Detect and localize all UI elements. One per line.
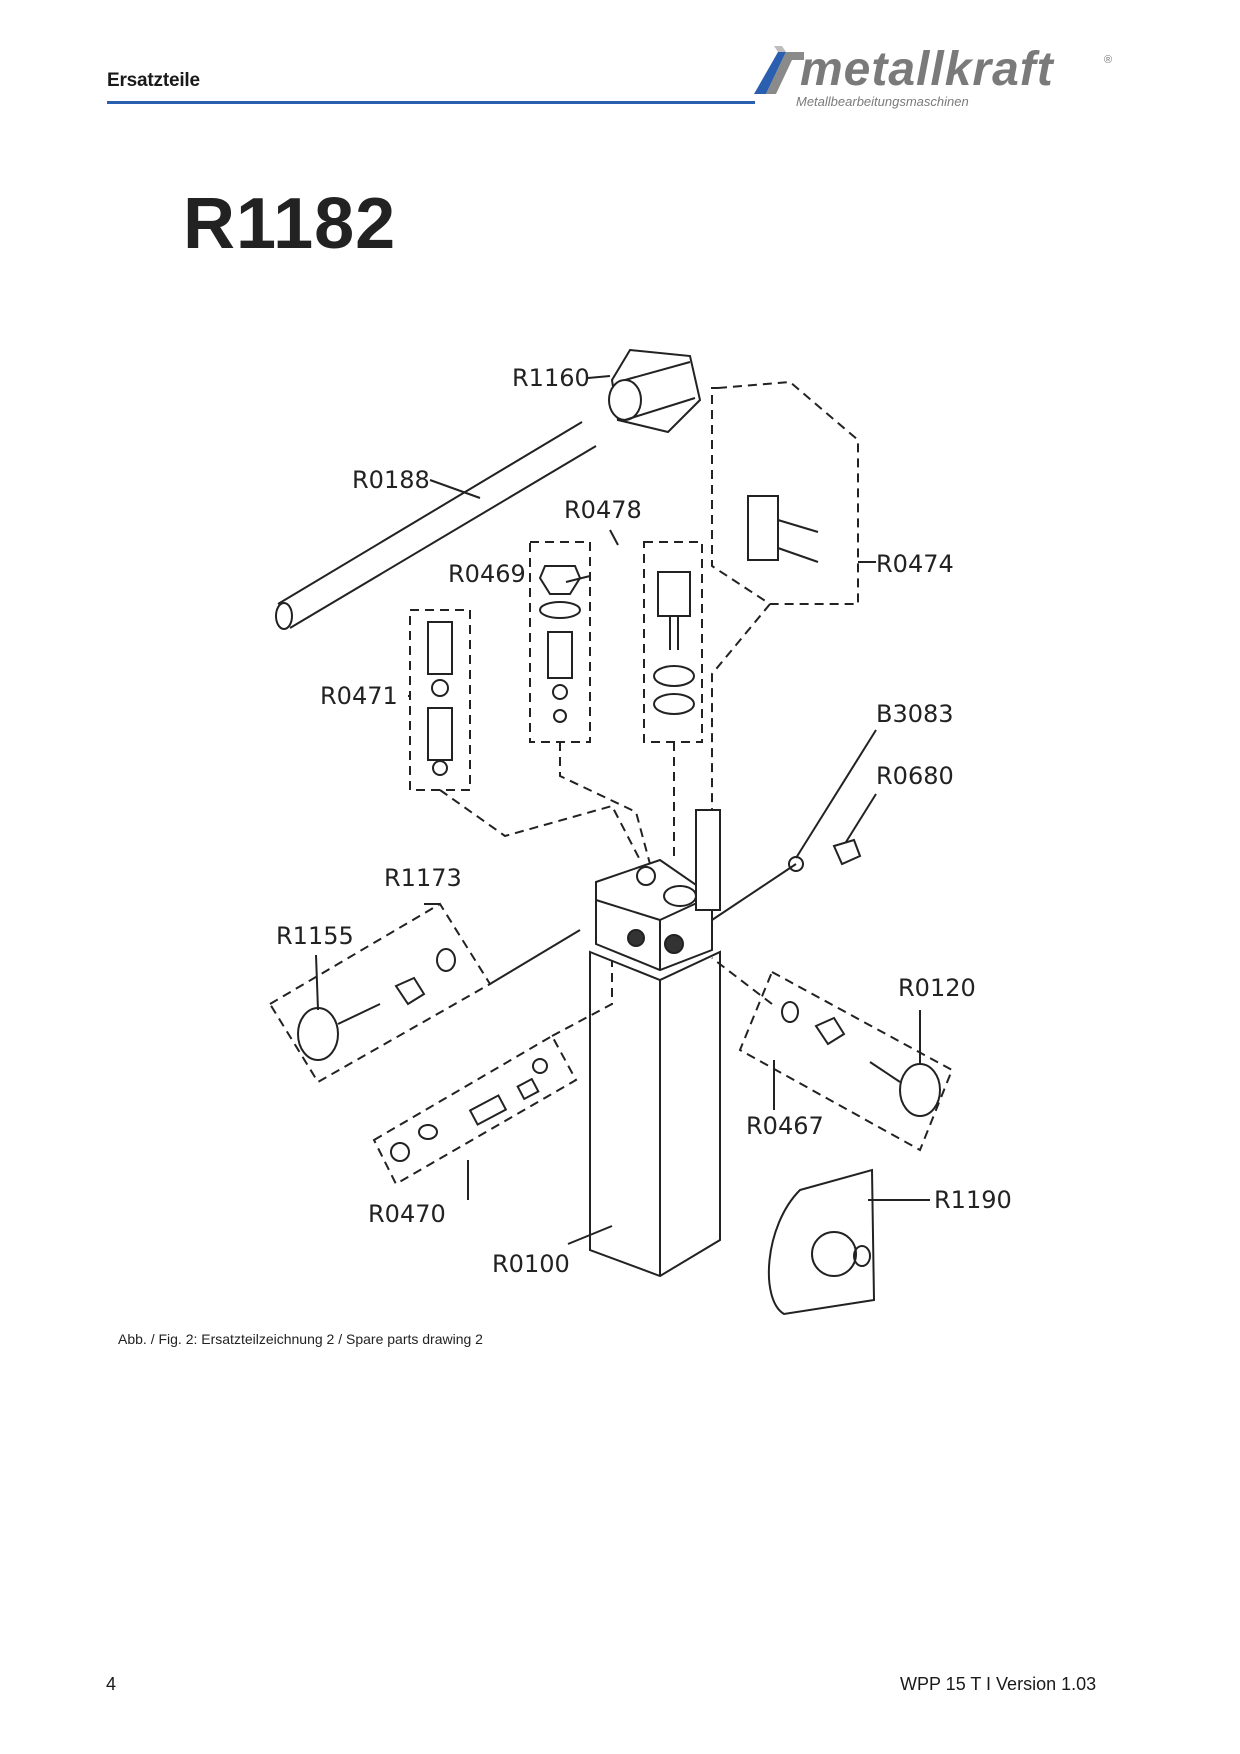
part-label-r0478: R0478 <box>564 496 642 524</box>
part-label-r1155: R1155 <box>276 922 354 950</box>
part-label-r0474: R0474 <box>876 550 954 578</box>
part-label-r0120: R0120 <box>898 974 976 1002</box>
spare-parts-diagram: R1160 R0188 R0478 R0469 R0474 R0471 B308… <box>268 348 1012 1316</box>
part-label-r0471: R0471 <box>320 682 398 710</box>
part-label-r1160: R1160 <box>512 364 590 392</box>
header-rule <box>107 101 755 104</box>
part-label-b3083: B3083 <box>876 700 954 728</box>
handle-bracket-drawing <box>608 348 702 434</box>
handle-rod-drawing <box>275 421 597 630</box>
document-version: WPP 15 T I Version 1.03 <box>900 1674 1097 1694</box>
drawing-number: R1182 <box>183 184 397 264</box>
part-label-r0680: R0680 <box>876 762 954 790</box>
logo-wordmark: metallkraft <box>800 43 1054 96</box>
part-label-r0100: R0100 <box>492 1250 570 1278</box>
part-label-r0470: R0470 <box>368 1200 446 1228</box>
logo-mark-icon <box>754 46 804 94</box>
part-label-r0469: R0469 <box>448 560 526 588</box>
part-label-r0467: R0467 <box>746 1112 824 1140</box>
logo-subtitle: Metallbearbeitungsmaschinen <box>796 94 969 109</box>
part-label-r0188: R0188 <box>352 466 430 494</box>
section-title: Ersatzteile <box>107 70 200 91</box>
logo-registered-mark: ® <box>1104 54 1113 66</box>
figure-caption: Abb. / Fig. 2: Ersatzteilzeichnung 2 / S… <box>118 1331 483 1347</box>
part-label-r1173: R1173 <box>384 864 462 892</box>
metallkraft-logo: metallkraft ® Metallbearbeitungsmaschine… <box>752 42 1112 114</box>
part-label-r1190: R1190 <box>934 1186 1012 1214</box>
pump-body-drawing <box>589 809 721 1278</box>
page-number: 4 <box>106 1674 117 1694</box>
